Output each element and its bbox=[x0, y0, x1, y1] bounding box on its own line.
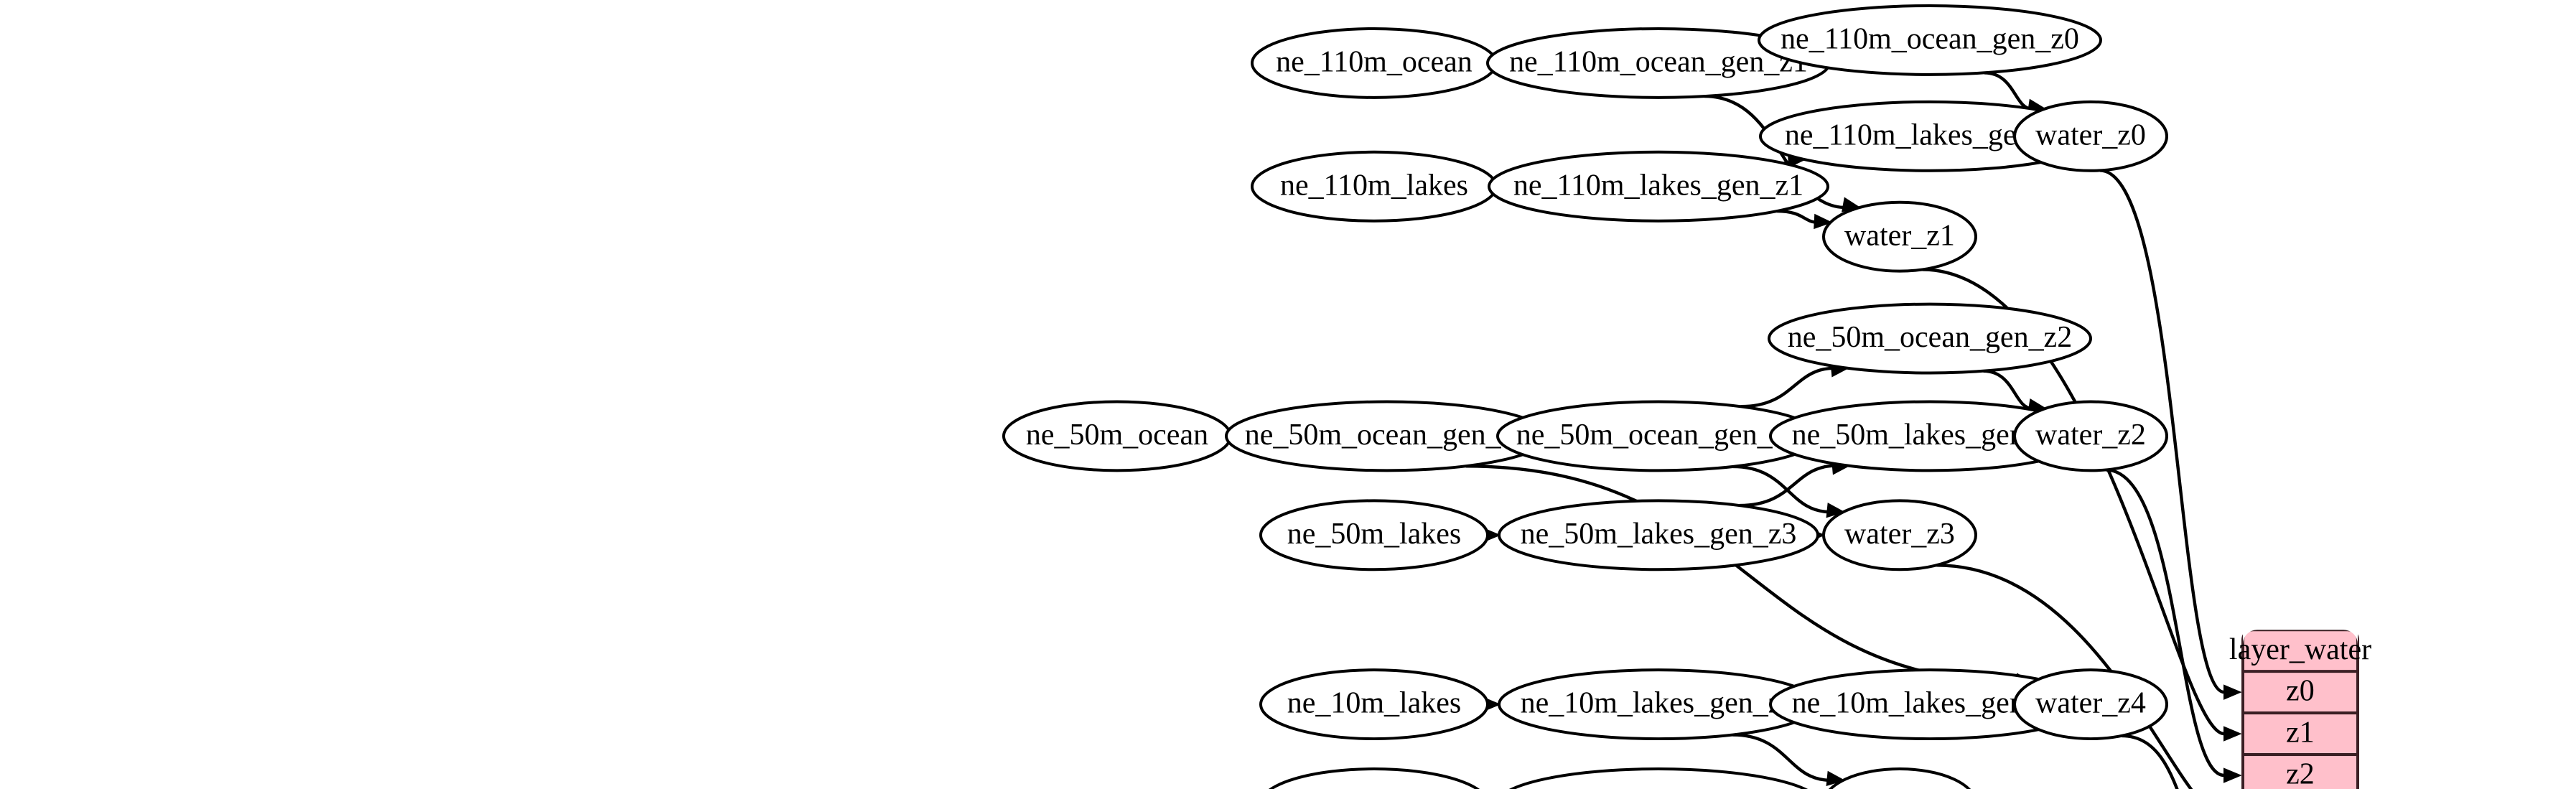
node-ne_50m_ocean[interactable]: ne_50m_ocean bbox=[1002, 400, 1232, 472]
node-label: ne_110m_ocean bbox=[1276, 46, 1473, 79]
node-label: ne_50m_ocean_gen_z3 bbox=[1516, 419, 1801, 452]
node-shape bbox=[1508, 767, 1809, 789]
node-label: ne_50m_lakes_gen_z3 bbox=[1521, 518, 1797, 551]
node-ne_110m_lakes[interactable]: ne_110m_lakes bbox=[1251, 150, 1498, 223]
edge-arrowhead bbox=[1826, 503, 1846, 518]
layer-water-row-label: z0 bbox=[2286, 675, 2315, 708]
node-label: ne_10m_lakes_gen_z5 bbox=[1521, 687, 1797, 720]
node-label: ne_10m_lakes bbox=[1287, 687, 1462, 720]
node-shape bbox=[2013, 400, 2168, 472]
node-shape bbox=[1822, 499, 1977, 571]
edge-ne_50m_ocean_gen_z4-to-water_z4 bbox=[1465, 464, 2020, 684]
layer-water-row-label: z2 bbox=[2286, 758, 2315, 789]
nodes-layer: imposm3osm_water_polygonosm_ocean_polygo… bbox=[1002, 4, 2168, 789]
node-shape bbox=[2013, 100, 2168, 172]
node-ne_110m_ocean_gen_z0[interactable]: ne_110m_ocean_gen_z0 bbox=[1758, 4, 2102, 76]
node-water_z3[interactable]: water_z3 bbox=[1822, 499, 1977, 571]
node-ne_10m_lakes_gen_z5[interactable]: ne_10m_lakes_gen_z5 bbox=[1498, 668, 1819, 741]
node-label: ne_110m_lakes bbox=[1280, 169, 1468, 202]
node-water_z5[interactable]: water_z5 bbox=[1824, 767, 1976, 789]
layer-water-row-z2[interactable] bbox=[2241, 753, 2359, 789]
edge-ne_10m_lakes_gen_z5-to-water_z5 bbox=[1732, 733, 1831, 782]
node-ne_50m_ocean_gen_z4[interactable]: ne_50m_ocean_gen_z4 bbox=[1225, 400, 1549, 472]
node-shape bbox=[1268, 767, 1480, 789]
node-label: water_z4 bbox=[2035, 687, 2146, 720]
node-ne_10m_ocean[interactable]: ne_10m_ocean bbox=[1261, 767, 1488, 789]
edge-ne_50m_lakes_gen_z3-to-ne_50m_lakes_gen_z2 bbox=[1740, 464, 1836, 508]
node-ne_10m_ocean_gen_z5[interactable]: ne_10m_ocean_gen_z5 bbox=[1498, 767, 1819, 789]
edge-water_z4-to-layer_water-z4 bbox=[2122, 734, 2179, 789]
edge-water_z1-to-layer_water-z1 bbox=[1922, 268, 2225, 736]
edge-water_z0-to-layer_water-z0 bbox=[2099, 169, 2225, 694]
node-shape bbox=[1828, 767, 1971, 789]
edge-arrowhead bbox=[1826, 770, 1846, 787]
node-label: ne_50m_lakes bbox=[1287, 518, 1462, 551]
table-corner-mask-top bbox=[2243, 627, 2358, 645]
node-water_z2[interactable]: water_z2 bbox=[2013, 400, 2168, 472]
edge-arrowhead bbox=[2223, 684, 2242, 700]
node-label: ne_50m_ocean_gen_z2 bbox=[1788, 321, 2072, 354]
node-ne_50m_ocean_gen_z3[interactable]: ne_50m_ocean_gen_z3 bbox=[1496, 400, 1821, 472]
edge-arrowhead bbox=[2223, 767, 2242, 783]
node-shape bbox=[1259, 668, 1489, 741]
node-shape bbox=[2013, 668, 2168, 741]
node-ne_110m_lakes_gen_z1[interactable]: ne_110m_lakes_gen_z1 bbox=[1488, 150, 1829, 223]
node-label: water_z3 bbox=[1844, 518, 1955, 551]
node-label: ne_50m_ocean_gen_z4 bbox=[1245, 419, 1529, 452]
node-label: ne_110m_lakes_gen_z1 bbox=[1513, 169, 1803, 202]
node-label: water_z2 bbox=[2035, 419, 2146, 452]
layer-water-table-title: layer_water bbox=[2229, 633, 2371, 666]
node-shape bbox=[1498, 499, 1819, 571]
node-ne_50m_lakes[interactable]: ne_50m_lakes bbox=[1259, 499, 1489, 571]
node-shape bbox=[1259, 499, 1489, 571]
node-label: ne_50m_ocean bbox=[1026, 419, 1208, 452]
node-label: ne_110m_ocean_gen_z0 bbox=[1781, 23, 2079, 56]
node-label: water_z5 bbox=[1844, 786, 1955, 789]
edge-ne_110m_lakes_gen_z1-to-water_z1 bbox=[1776, 209, 1818, 224]
node-shape bbox=[1822, 200, 1977, 273]
node-shape bbox=[1488, 150, 1829, 223]
edge-water_z2-to-layer_water-z2 bbox=[2106, 468, 2225, 778]
node-label: ne_10m_ocean bbox=[1283, 786, 1465, 789]
node-label: water_z1 bbox=[1844, 219, 1955, 252]
node-shape bbox=[1768, 302, 2092, 375]
node-ne_110m_ocean[interactable]: ne_110m_ocean bbox=[1251, 27, 1498, 99]
node-water_z4[interactable]: water_z4 bbox=[2013, 668, 2168, 741]
edge-arrowhead bbox=[1814, 213, 1833, 230]
edge-ne_50m_ocean_gen_z3-to-ne_50m_ocean_gen_z2 bbox=[1740, 366, 1835, 408]
node-ne_10m_lakes[interactable]: ne_10m_lakes bbox=[1259, 668, 1489, 741]
node-ne_50m_ocean_gen_z2[interactable]: ne_50m_ocean_gen_z2 bbox=[1768, 302, 2092, 375]
node-water_z1[interactable]: water_z1 bbox=[1822, 200, 1977, 273]
node-shape bbox=[1758, 4, 2102, 76]
layer-water-row-label: z1 bbox=[2286, 716, 2315, 750]
layer-water-table: layer_waterz0z1z2z3z4z5z6z7z8z9z10z11z12… bbox=[2229, 627, 2371, 789]
node-label: water_z0 bbox=[2035, 118, 2146, 151]
edge-ne_50m_ocean_gen_z2-to-water_z2 bbox=[1983, 369, 2033, 411]
edge-arrowhead bbox=[2223, 726, 2242, 742]
node-label: ne_110m_ocean_gen_z1 bbox=[1509, 46, 1808, 79]
node-ne_50m_lakes_gen_z3[interactable]: ne_50m_lakes_gen_z3 bbox=[1498, 499, 1819, 571]
node-water_z0[interactable]: water_z0 bbox=[2013, 100, 2168, 172]
node-label: ne_10m_ocean_gen_z5 bbox=[1516, 786, 1801, 789]
